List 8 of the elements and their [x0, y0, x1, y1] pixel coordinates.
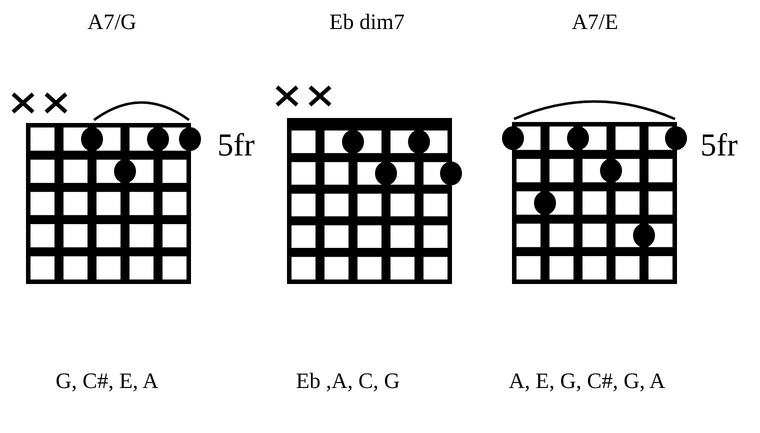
- fret-position-label: 5fr: [217, 126, 255, 164]
- note-list: Eb ,A, C, G: [296, 368, 400, 394]
- note-list: G, C#, E, A: [56, 368, 158, 394]
- chord-name: A7/E: [572, 9, 618, 35]
- chord-name: Eb dim7: [329, 9, 405, 35]
- fret-position-label: 5fr: [700, 126, 738, 164]
- chord-name: A7/G: [88, 9, 136, 35]
- note-list: A, E, G, C#, G, A: [508, 368, 666, 394]
